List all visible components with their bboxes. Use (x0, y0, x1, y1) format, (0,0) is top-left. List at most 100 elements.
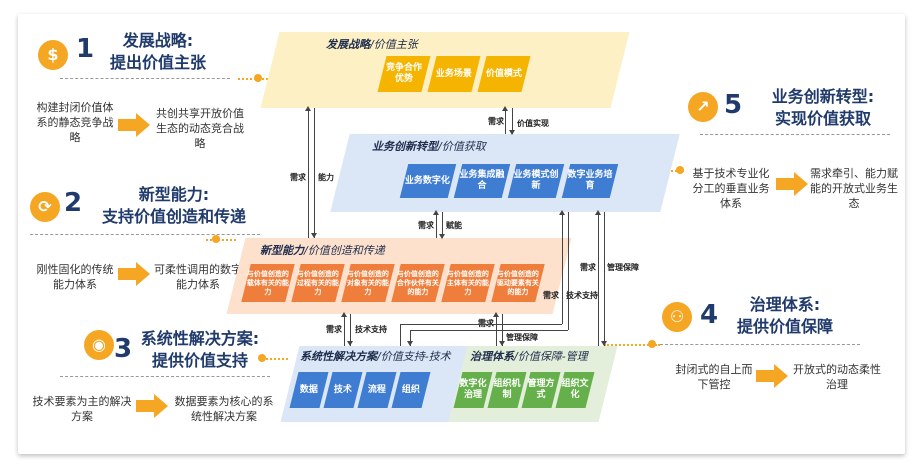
section4-people-icon: ⚇ (662, 302, 692, 332)
section5-badge-icon: ↗ (688, 92, 718, 122)
section3-number: 3 (114, 334, 133, 364)
connector-line (664, 170, 684, 172)
arrow-down-icon (499, 341, 505, 346)
flow-line (400, 324, 401, 346)
section5-from-text: 基于技术专业化分工的垂直业务体系 (692, 167, 770, 210)
capability-box: 与价值创造的主体有关的能力 (441, 264, 495, 302)
section5-title-line2: 实现价值获取 (774, 109, 871, 128)
divider (700, 134, 890, 135)
flow-label: 能力 (318, 173, 334, 182)
flow-label: 技术支持 (355, 325, 387, 334)
divider (30, 234, 260, 235)
flow-label: 需求 (418, 221, 434, 230)
flow-line (598, 212, 599, 346)
section3-from-text: 技术要素为主的解决方案 (32, 395, 132, 423)
arrow-down-icon (439, 234, 445, 239)
business-box: 业务集成融合 (453, 164, 511, 198)
arrow-down-icon (601, 341, 607, 346)
connector-line (238, 78, 288, 80)
arrow-down-icon (509, 130, 515, 135)
section1-to-text: 共创共享开放价值生态的动态竞合战略 (156, 107, 244, 150)
section1-title-line1: 发展战略: (122, 31, 194, 50)
section2-title-line1: 新型能力: (138, 185, 210, 204)
section1-number: 1 (76, 34, 95, 64)
section5-title: 业务创新转型: 实现价值获取 (748, 86, 898, 130)
transform-arrow-icon (756, 364, 788, 388)
business-box: 业务数字化 (399, 164, 457, 198)
section5-number: 5 (724, 90, 743, 120)
flow-line (512, 108, 513, 134)
flow-line (344, 314, 345, 346)
transform-arrow-icon (136, 394, 168, 418)
flow-line (442, 212, 443, 238)
divider (60, 376, 270, 377)
solution-layer-title: 系统性解决方案/价值支持-技术 (300, 350, 451, 363)
arrow-down-icon (347, 341, 353, 346)
business-box: 数字业务培育 (561, 164, 619, 198)
arrow-up-icon (341, 312, 347, 317)
flow-line (568, 212, 569, 330)
flow-label: 需求 (488, 117, 504, 126)
section5-to-text: 需求牵引、能力赋能的开放式业务生态 (810, 167, 898, 210)
flow-line (505, 108, 506, 134)
section2-from-text: 刚性固化的传统能力体系 (36, 263, 114, 291)
strategy-layer-title: 发展战略/价值主张 (326, 38, 418, 51)
flow-label: 需求 (290, 173, 306, 182)
flow-line (604, 212, 605, 346)
section1-badge-icon: $ (38, 40, 68, 70)
business-box: 业务模式创新 (507, 164, 565, 198)
section2-to-text: 可柔性调用的数字能力体系 (154, 263, 242, 291)
business-layer-title: 业务创新转型/价值获取 (372, 140, 486, 153)
arrow-down-icon (311, 233, 317, 238)
flow-label: 赋能 (446, 221, 462, 230)
section4-to-text: 开放式的动态柔性治理 (793, 363, 881, 391)
arrow-up-icon (433, 210, 439, 215)
flow-line (350, 314, 351, 346)
capability-box: 与价值创造的过程有关的能力 (291, 264, 345, 302)
strategy-box: 业务场景 (427, 56, 481, 92)
connector-line (206, 239, 236, 241)
flow-line (410, 330, 411, 346)
governance-layer-title: 治理体系/价值保障-管理 (470, 350, 588, 363)
connector-line (262, 358, 288, 360)
connector-dot (648, 340, 656, 348)
capability-layer-title: 新型能力/价值创造和传递 (260, 244, 385, 257)
connector-dot (676, 166, 684, 174)
capability-box: 与价值创造的载体有关的能力 (241, 264, 295, 302)
flow-label: 需求 (478, 319, 494, 328)
arrow-up-icon (502, 106, 508, 111)
connector-dot (212, 235, 220, 243)
section4-number: 4 (700, 300, 719, 330)
flow-label: 需求 (326, 325, 342, 334)
transform-arrow-icon (118, 113, 150, 137)
arrow-down-icon (407, 341, 413, 346)
section2-badge-icon: ⟳ (30, 192, 60, 222)
flow-label: 需求 (580, 263, 596, 272)
section4-title-line1: 治理体系: (749, 295, 821, 314)
section4-title: 治理体系: 提供价值保障 (720, 294, 850, 338)
flow-line (314, 108, 315, 238)
arrow-up-icon (305, 106, 311, 111)
transform-arrow-icon (118, 262, 150, 286)
section2-number: 2 (64, 188, 83, 218)
arrow-up-icon (559, 210, 565, 215)
connector-dot (258, 354, 266, 362)
capability-box: 与价值创造的合作伙伴有关的能力 (391, 264, 445, 302)
flow-line (436, 212, 437, 238)
connector-dot (254, 74, 262, 82)
flow-label: 技术支持 (566, 291, 598, 300)
flow-line (400, 324, 562, 325)
arrow-up-icon (595, 210, 601, 215)
flow-line (562, 212, 563, 324)
divider (660, 344, 860, 345)
flow-label: 管理保障 (607, 263, 639, 272)
section2-title: 新型能力: 支持价值创造和传递 (84, 184, 264, 228)
section3-badge-icon: ◉ (84, 330, 114, 360)
section1-title: 发展战略: 提出价值主张 (98, 30, 218, 74)
flow-line (410, 330, 568, 331)
section3-to-text: 数据要素为核心的系统性解决方案 (174, 395, 274, 423)
flow-label: 价值实现 (517, 119, 549, 128)
section3-title: 系统性解决方案: 提供价值支持 (130, 328, 270, 372)
section4-from-text: 封闭式的自上而下管控 (675, 363, 753, 391)
connector-line (604, 344, 660, 346)
